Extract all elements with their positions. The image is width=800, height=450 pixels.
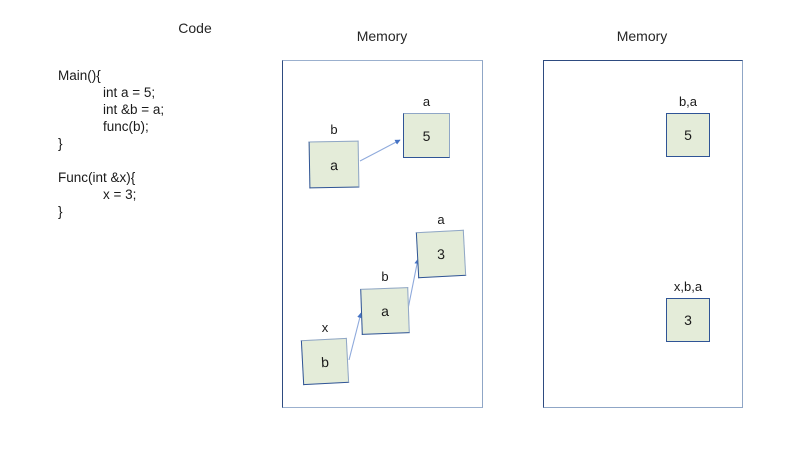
code-line: }: [58, 204, 63, 219]
memory-right-column-title: Memory: [616, 28, 668, 44]
code-line: Main(){: [58, 68, 101, 83]
code-line: Func(int &x){: [58, 170, 136, 185]
memory-cell-label: a: [422, 94, 431, 109]
code-column-title: Code: [178, 20, 212, 36]
memory-cell: 5: [666, 113, 710, 157]
memory-cell-label: b,a: [678, 94, 698, 109]
memory-left-column-title: Memory: [356, 28, 408, 44]
memory-cell-label: x: [321, 320, 329, 335]
code-line: int a = 5;: [58, 85, 156, 100]
memory-cell-label: a: [437, 212, 445, 227]
code-line: x = 3;: [58, 187, 137, 202]
memory-cell-label: b: [381, 269, 389, 284]
memory-panel-right: [543, 60, 743, 408]
memory-cell: 5: [403, 113, 450, 158]
code-line: int &b = a;: [58, 102, 165, 117]
memory-cell: a: [308, 140, 360, 189]
memory-cell: 3: [666, 298, 710, 342]
memory-cell: b: [300, 337, 350, 386]
code-listing: Main(){ int a = 5; int &b = a; func(b);}…: [58, 67, 164, 220]
code-line: [58, 152, 164, 169]
code-line: func(b);: [58, 119, 149, 134]
memory-cell-label: x,b,a: [673, 279, 703, 294]
code-line: }: [58, 136, 63, 151]
memory-cell-label: b: [330, 122, 338, 137]
